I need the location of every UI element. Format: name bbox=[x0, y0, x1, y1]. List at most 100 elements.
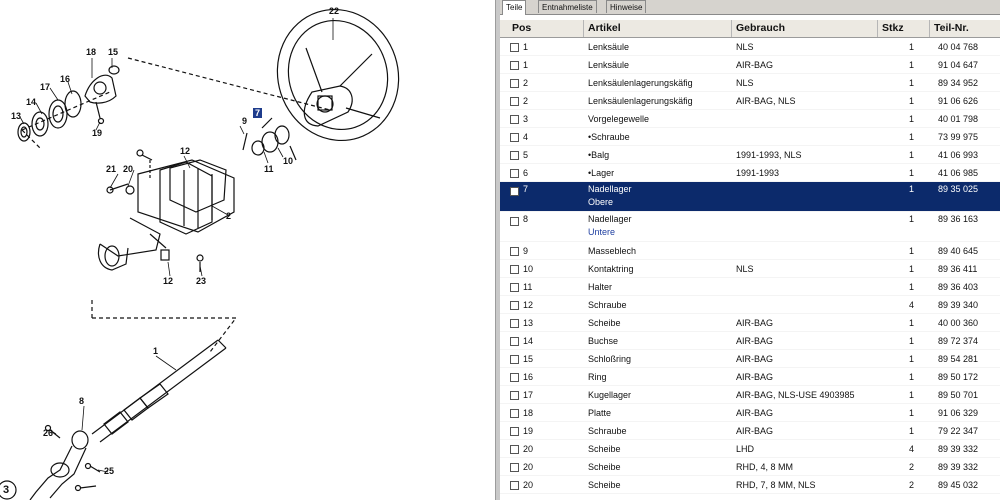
row-checkbox[interactable] bbox=[510, 301, 519, 310]
callout-16[interactable]: 16 bbox=[60, 74, 71, 84]
tab-bar: Teile Entnahmeliste Hinweise bbox=[500, 0, 1000, 15]
callout-20[interactable]: 20 bbox=[123, 164, 134, 174]
col-stkz[interactable]: Stkz bbox=[878, 20, 930, 37]
callout-21[interactable]: 21 bbox=[106, 164, 117, 174]
row-checkbox[interactable] bbox=[510, 133, 519, 142]
tab-entnahmeliste[interactable]: Entnahmeliste bbox=[538, 0, 597, 13]
callout-26[interactable]: 26 bbox=[43, 428, 54, 438]
cell-artikel: Scheibe bbox=[588, 462, 621, 472]
tab-teile[interactable]: Teile bbox=[502, 0, 527, 15]
row-checkbox[interactable] bbox=[510, 265, 519, 274]
callout-23[interactable]: 23 bbox=[196, 276, 207, 286]
splitter-bar[interactable] bbox=[495, 0, 500, 500]
callout-9[interactable]: 9 bbox=[242, 116, 248, 126]
row-checkbox[interactable] bbox=[510, 337, 519, 346]
tab-hinweise[interactable]: Hinweise bbox=[606, 0, 647, 13]
row-checkbox[interactable] bbox=[510, 97, 519, 106]
row-checkbox[interactable] bbox=[510, 151, 519, 160]
callout-7-highlighted[interactable]: 7 bbox=[253, 108, 263, 118]
callout-17[interactable]: 17 bbox=[40, 82, 51, 92]
cell-stkz: 1 bbox=[908, 214, 914, 224]
row-checkbox[interactable] bbox=[510, 355, 519, 364]
row-checkbox[interactable] bbox=[510, 169, 519, 178]
cell-gebrauch: AIR-BAG bbox=[736, 354, 774, 364]
row-checkbox[interactable] bbox=[510, 115, 519, 124]
callout-25[interactable]: 25 bbox=[104, 466, 115, 476]
cell-teilnr: 40 00 360 bbox=[938, 318, 979, 328]
callout-10[interactable]: 10 bbox=[283, 156, 294, 166]
col-pos[interactable]: Pos bbox=[500, 20, 584, 37]
row-checkbox[interactable] bbox=[510, 391, 519, 400]
cell-pos: 2 bbox=[523, 96, 529, 106]
row-checkbox[interactable] bbox=[510, 373, 519, 382]
row-checkbox[interactable] bbox=[510, 187, 519, 196]
callout-14[interactable]: 14 bbox=[26, 97, 37, 107]
cell-stkz: 1 bbox=[908, 150, 914, 160]
row-checkbox[interactable] bbox=[510, 61, 519, 70]
cell-gebrauch: NLS bbox=[736, 78, 754, 88]
row-checkbox[interactable] bbox=[510, 445, 519, 454]
cell-stkz: 1 bbox=[908, 336, 914, 346]
col-teilnr[interactable]: Teil-Nr. bbox=[934, 22, 969, 34]
callout-15[interactable]: 15 bbox=[108, 47, 119, 57]
callout-22[interactable]: 22 bbox=[329, 6, 340, 16]
row-checkbox[interactable] bbox=[510, 43, 519, 52]
callout-8[interactable]: 8 bbox=[79, 396, 85, 406]
cell-teilnr: 89 39 332 bbox=[938, 444, 979, 454]
cell-gebrauch: LHD bbox=[736, 444, 755, 454]
callout-12-top[interactable]: 12 bbox=[180, 146, 191, 156]
row-checkbox[interactable] bbox=[510, 427, 519, 436]
callout-19[interactable]: 19 bbox=[92, 128, 103, 138]
parts-diagram[interactable]: 22 18 15 17 16 14 13 19 9 7 10 11 21 20 … bbox=[0, 0, 495, 500]
cell-teilnr: 89 36 403 bbox=[938, 282, 979, 292]
callout-13[interactable]: 13 bbox=[11, 111, 22, 121]
cell-artikel: Scheibe bbox=[588, 318, 621, 328]
col-gebrauch[interactable]: Gebrauch bbox=[732, 20, 878, 37]
cell-teilnr: 89 72 374 bbox=[938, 336, 979, 346]
callout-12-bottom[interactable]: 12 bbox=[163, 276, 174, 286]
callout-18[interactable]: 18 bbox=[86, 47, 97, 57]
row-checkbox[interactable] bbox=[510, 409, 519, 418]
row-checkbox[interactable] bbox=[510, 319, 519, 328]
callout-2[interactable]: 2 bbox=[226, 211, 232, 221]
row-checkbox[interactable] bbox=[510, 481, 519, 490]
cell-artikel: Lenksäule bbox=[588, 60, 630, 70]
row-checkbox[interactable] bbox=[510, 463, 519, 472]
cell-teilnr: 41 06 993 bbox=[938, 150, 979, 160]
cell-teilnr: 89 34 952 bbox=[938, 78, 979, 88]
callout-1[interactable]: 1 bbox=[153, 346, 159, 356]
callout-3[interactable]: 3 bbox=[3, 484, 10, 496]
row-checkbox[interactable] bbox=[510, 217, 519, 226]
row-checkbox[interactable] bbox=[510, 247, 519, 256]
col-artikel[interactable]: Artikel bbox=[584, 20, 732, 37]
row-checkbox[interactable] bbox=[510, 79, 519, 88]
cell-stkz: 1 bbox=[908, 78, 914, 88]
callout-11[interactable]: 11 bbox=[264, 164, 274, 174]
row-checkbox[interactable] bbox=[510, 283, 519, 292]
cell-stkz: 1 bbox=[908, 96, 914, 106]
